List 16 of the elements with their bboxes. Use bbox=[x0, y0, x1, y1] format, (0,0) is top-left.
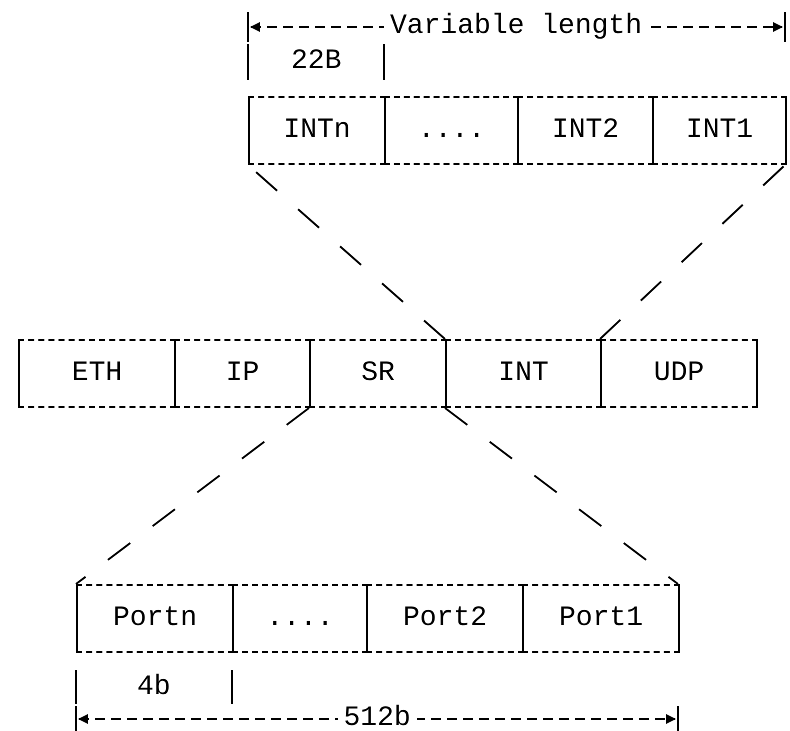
field-cell: Port1 bbox=[522, 584, 680, 653]
field-cell: Portn bbox=[76, 584, 234, 653]
field-cell: INTn bbox=[248, 96, 386, 165]
field-cell: SR bbox=[309, 339, 447, 408]
field-cell: .... bbox=[384, 96, 519, 165]
field-cell: IP bbox=[174, 339, 311, 408]
field-cell: INT bbox=[445, 339, 602, 408]
expansion-line bbox=[444, 407, 679, 585]
field-cell: UDP bbox=[600, 339, 758, 408]
field-cell: ETH bbox=[18, 339, 176, 408]
field-cell: INT1 bbox=[652, 96, 787, 165]
field-cell: Port2 bbox=[366, 584, 524, 653]
expansion-line bbox=[75, 407, 310, 585]
field-cell: INT2 bbox=[517, 96, 654, 165]
expansion-line bbox=[599, 164, 786, 340]
field-cell: .... bbox=[232, 584, 368, 653]
